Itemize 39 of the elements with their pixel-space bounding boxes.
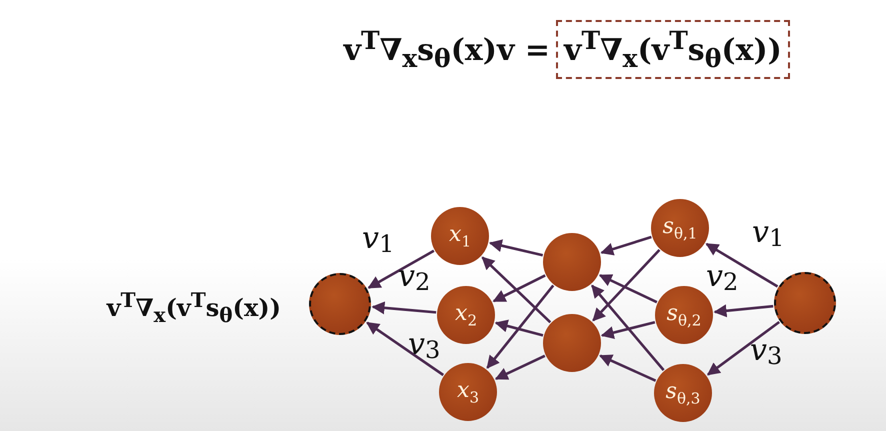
formula: v$^{T}$∇$_{x}$(v$^{T}$s$_{θ}$(x)) (564, 28, 782, 71)
formula: v$^{T}$∇$_{x}$(v$^{T}$s$_{θ}$(x)) (106, 290, 281, 325)
arrow (600, 321, 656, 339)
node-label: s$_{θ,2}$ (666, 300, 702, 330)
arrow (706, 320, 780, 376)
neuron-circle (439, 363, 497, 421)
edge-label: v$_{1}$ (752, 218, 784, 250)
arrow (494, 320, 544, 337)
edge-label: v$_{2}$ (398, 262, 430, 294)
neuron-circle (543, 233, 601, 291)
arrow (368, 250, 435, 289)
dashed-formula-box (556, 20, 790, 79)
node-label: x$_{1}$ (449, 222, 471, 250)
edge-label: v$_{1}$ (362, 224, 394, 256)
arrow (591, 284, 665, 371)
arrow (705, 242, 778, 288)
arrow (598, 274, 658, 304)
arrow (714, 304, 774, 318)
node-label: x$_{3}$ (457, 378, 479, 406)
edge-label: v$_{2}$ (706, 262, 738, 294)
node-label: s$_{θ,1}$ (662, 214, 698, 242)
arrow (481, 256, 552, 324)
edge-label: v$_{3}$ (750, 336, 782, 368)
neuron-circle (543, 314, 601, 372)
arrow (488, 239, 544, 256)
arrow (600, 236, 652, 256)
neuron-circle (654, 364, 712, 422)
neuron-circle (431, 207, 489, 265)
arrow (494, 354, 546, 380)
arrow (486, 284, 554, 369)
node-label: s$_{θ,3}$ (666, 378, 700, 408)
neuron-circle (651, 199, 709, 257)
edge-label: v$_{3}$ (408, 330, 440, 362)
node-label: x$_{2}$ (455, 300, 477, 330)
arrow (592, 248, 660, 322)
arrow (366, 322, 444, 376)
formula: v$^{T}$∇$_{x}$s$_{θ}$(x)v = (344, 28, 550, 71)
arrow (599, 354, 656, 382)
arrow (372, 301, 436, 314)
